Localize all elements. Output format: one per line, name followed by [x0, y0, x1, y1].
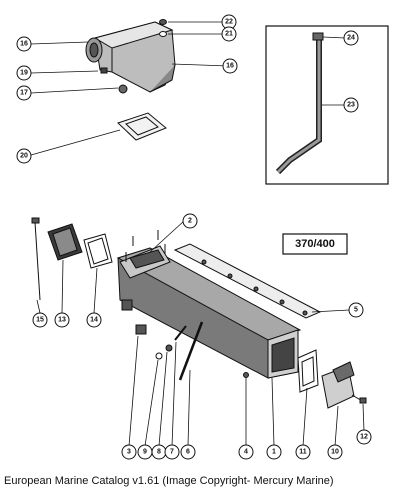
- gasket-left: [83, 233, 113, 269]
- svg-text:16: 16: [226, 63, 234, 70]
- svg-text:20: 20: [20, 153, 28, 160]
- svg-text:24: 24: [347, 35, 355, 42]
- end-gasket: [297, 349, 319, 393]
- callout-16-right: 16: [222, 58, 238, 74]
- svg-text:21: 21: [225, 31, 233, 38]
- svg-text:15: 15: [36, 317, 44, 324]
- svg-text:17: 17: [20, 90, 28, 97]
- washer-small-top: [159, 31, 167, 37]
- svg-text:10: 10: [331, 449, 339, 456]
- callout-8: 8: [151, 444, 167, 460]
- svg-text:4: 4: [244, 449, 248, 456]
- svg-text:5: 5: [354, 307, 358, 314]
- inset-box: [265, 25, 389, 185]
- svg-text:3: 3: [127, 449, 131, 456]
- callout-10: 10: [327, 444, 343, 460]
- model-badge: 370/400: [282, 233, 348, 255]
- fitting-parts: [135, 321, 249, 381]
- svg-text:22: 22: [225, 19, 233, 26]
- callout-3: 3: [121, 444, 137, 460]
- exhaust-elbow: [85, 21, 176, 93]
- svg-text:12: 12: [360, 434, 368, 441]
- svg-text:23: 23: [347, 102, 355, 109]
- parts-diagram: 16 16 19 17 20 22 21 24 23 2 5 15 13 14 …: [16, 14, 389, 460]
- svg-text:370/400: 370/400: [295, 238, 335, 250]
- cover-plate-left: [47, 223, 83, 261]
- svg-text:8: 8: [157, 449, 161, 456]
- image-caption: European Marine Catalog v1.61 (Image Cop…: [4, 475, 334, 487]
- callout-19: 19: [16, 65, 32, 81]
- callout-7: 7: [164, 444, 180, 460]
- exhaust-manifold: [116, 230, 302, 379]
- callout-13: 13: [54, 312, 70, 328]
- callout-11: 11: [295, 444, 311, 460]
- callout-6: 6: [180, 444, 196, 460]
- svg-text:6: 6: [186, 449, 190, 456]
- leader-lines: [30, 21, 365, 447]
- svg-text:14: 14: [90, 317, 98, 324]
- elbow-gasket: [117, 112, 167, 141]
- callout-1: 1: [266, 444, 282, 460]
- callout-17: 17: [16, 85, 32, 101]
- callout-21: 21: [221, 26, 237, 42]
- callout-4: 4: [238, 444, 254, 460]
- callout-15: 15: [32, 312, 48, 328]
- callout-24: 24: [343, 30, 359, 46]
- svg-text:9: 9: [143, 449, 147, 456]
- svg-text:7: 7: [170, 449, 174, 456]
- svg-text:1: 1: [272, 449, 276, 456]
- svg-text:2: 2: [188, 218, 192, 225]
- end-bolt: [351, 394, 367, 404]
- svg-text:19: 19: [20, 70, 28, 77]
- manifold-gasket-long: [173, 243, 322, 319]
- callout-5: 5: [348, 302, 364, 318]
- callout-23: 23: [343, 97, 359, 113]
- end-elbow-cap: [321, 361, 355, 409]
- svg-text:16: 16: [20, 41, 28, 48]
- bolt-left: [31, 217, 41, 301]
- plug-small-top: [159, 19, 167, 25]
- callout-2: 2: [182, 213, 198, 229]
- elbow-drain-plug: [100, 67, 108, 74]
- callout-9: 9: [137, 444, 153, 460]
- callout-16-left: 16: [16, 36, 32, 52]
- svg-text:11: 11: [299, 449, 307, 456]
- water-tube: [275, 32, 324, 175]
- svg-text:13: 13: [58, 317, 66, 324]
- callout-20: 20: [16, 148, 32, 164]
- callout-14: 14: [86, 312, 102, 328]
- callout-12: 12: [356, 429, 372, 445]
- elbow-pipe-plug: [118, 84, 128, 94]
